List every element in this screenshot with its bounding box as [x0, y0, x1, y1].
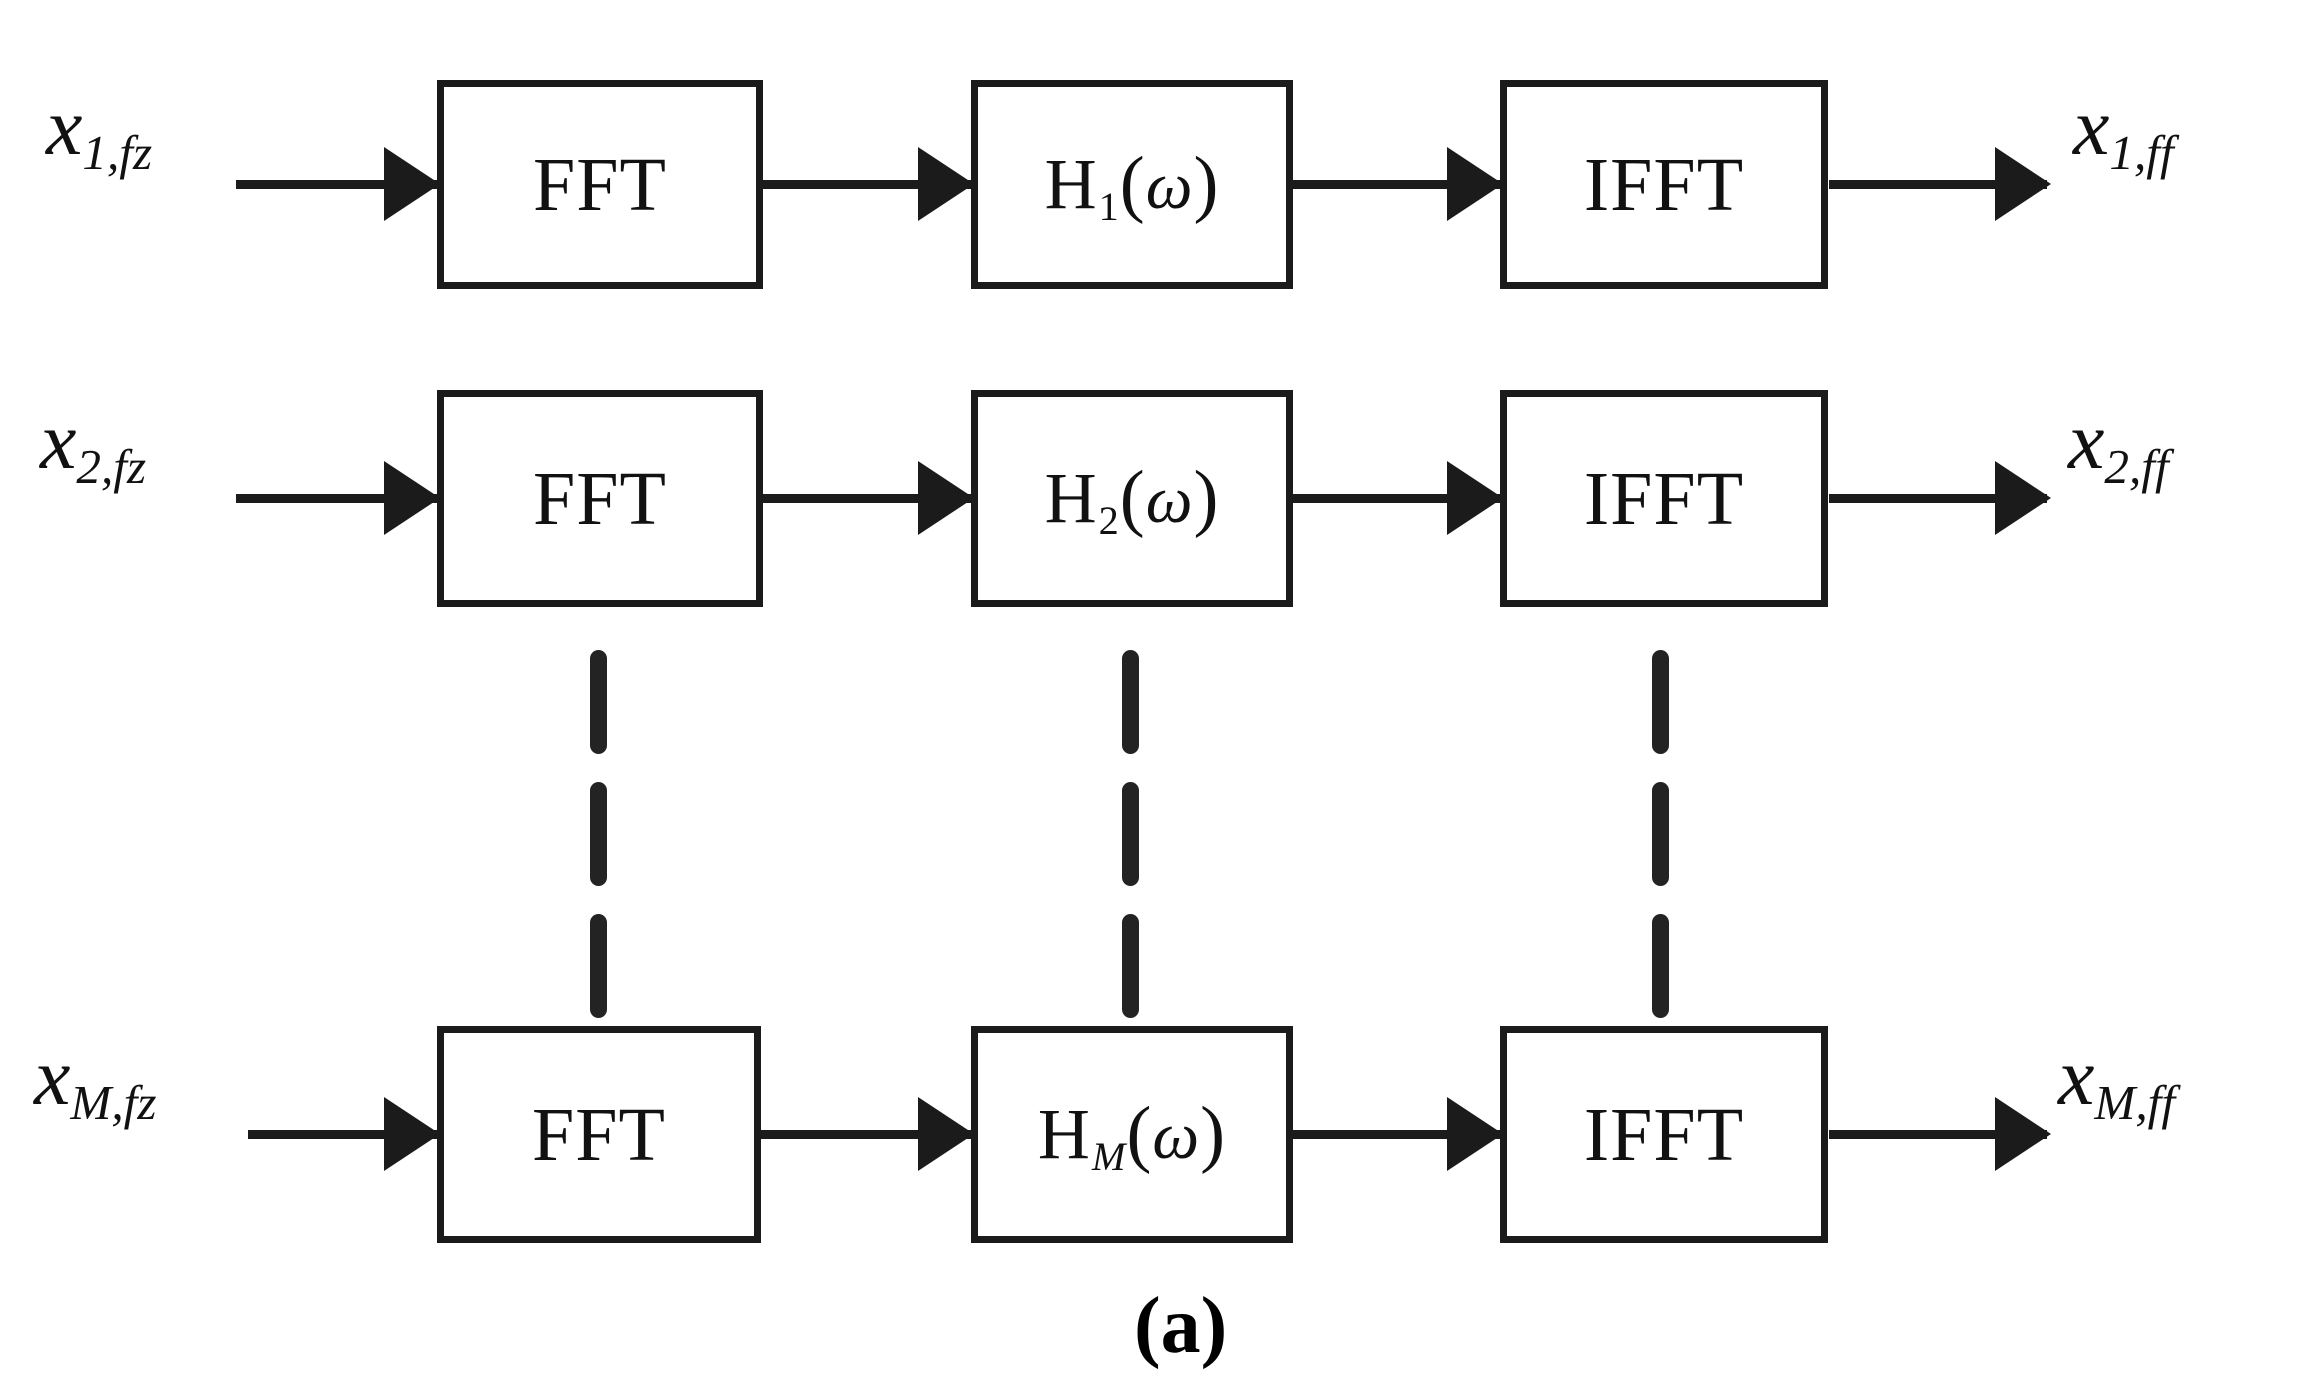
- row-1-input-wire: [236, 180, 484, 189]
- row-m-fft-label: FFT: [532, 1092, 666, 1177]
- row-2-input-subscript: 2,fz: [76, 439, 147, 495]
- row-m-fft-block[interactable]: FFT: [437, 1026, 761, 1243]
- row-1-filter-paren-close: ): [1193, 142, 1220, 226]
- row-2-output-arrowhead-icon: [1995, 461, 2051, 535]
- row-2-wire-fft-to-filter: [763, 494, 973, 503]
- row-1-output-arrowhead-icon: [1995, 147, 2051, 221]
- row-1-filter-omega: ω: [1145, 150, 1194, 224]
- row-1-wire-filter-to-ifft: [1293, 180, 1503, 189]
- column-2-ellipsis-dash-2: [1122, 782, 1139, 886]
- row-m-ifft-block[interactable]: IFFT: [1500, 1026, 1828, 1243]
- row-2-input-arrowhead-icon: [384, 461, 440, 535]
- row-1-wire-fft-to-filter: [763, 180, 973, 189]
- row-2-filter-base: H: [1044, 458, 1098, 539]
- row-1-fft-block[interactable]: FFT: [437, 80, 763, 289]
- row-2-wire-filter-to-ifft: [1293, 494, 1503, 503]
- row-m-wire-filter-to-ifft: [1293, 1130, 1503, 1139]
- row-m-filter-arrowhead-icon: [918, 1097, 974, 1171]
- row-m-ifft-label: IFFT: [1583, 1092, 1745, 1177]
- column-2-ellipsis-dash-3: [1122, 914, 1139, 1018]
- row-2-filter-paren-close: ): [1193, 456, 1220, 540]
- row-2-input-base: x: [40, 395, 77, 486]
- row-1-input-base: x: [46, 81, 83, 172]
- row-m-filter-paren-open: (: [1126, 1092, 1153, 1176]
- row-m-output-subscript: M,ff: [2094, 1075, 2176, 1131]
- row-2-filter-paren-open: (: [1119, 456, 1146, 540]
- row-m-filter-subscript: M: [1091, 1134, 1127, 1180]
- row-2-ifft-block[interactable]: IFFT: [1500, 390, 1828, 607]
- row-1-filter-arrowhead-icon: [918, 147, 974, 221]
- row-2-filter-arrowhead-icon: [918, 461, 974, 535]
- row-2-input-wire: [236, 494, 484, 503]
- column-2-ellipsis-dash-1: [1122, 650, 1139, 754]
- row-1-filter-base: H: [1044, 144, 1098, 225]
- column-3-ellipsis-dash-3: [1652, 914, 1669, 1018]
- row-m-output-wire: [1829, 1130, 2047, 1139]
- row-m-output-base: x: [2058, 1031, 2095, 1122]
- row-1-filter-subscript: 1: [1098, 184, 1120, 230]
- row-2-ifft-arrowhead-icon: [1447, 461, 1503, 535]
- column-1-ellipsis-dash-3: [590, 914, 607, 1018]
- row-1-output-base: x: [2073, 81, 2110, 172]
- figure-caption: (a): [1134, 1282, 1228, 1370]
- row-2-fft-label: FFT: [533, 456, 667, 541]
- row-m-input-subscript: M,fz: [70, 1075, 157, 1131]
- row-m-filter-base: H: [1037, 1094, 1091, 1175]
- row-1-ifft-block[interactable]: IFFT: [1500, 80, 1828, 289]
- row-1-output-wire: [1829, 180, 2047, 189]
- row-m-filter-omega: ω: [1152, 1100, 1201, 1174]
- column-1-ellipsis-dash-1: [590, 650, 607, 754]
- row-1-output-subscript: 1,ff: [2109, 125, 2174, 181]
- row-2-output-subscript: 2,ff: [2104, 439, 2169, 495]
- row-2-filter-subscript: 2: [1098, 498, 1120, 544]
- column-1-ellipsis-dash-2: [590, 782, 607, 886]
- row-m-filter-paren-close: ): [1200, 1092, 1227, 1176]
- row-1-input-arrowhead-icon: [384, 147, 440, 221]
- row-1-input-subscript: 1,fz: [82, 125, 153, 181]
- row-2-ifft-label: IFFT: [1583, 456, 1745, 541]
- row-2-filter-omega: ω: [1145, 464, 1194, 538]
- row-m-wire-fft-to-filter: [761, 1130, 973, 1139]
- row-m-input-arrowhead-icon: [384, 1097, 440, 1171]
- row-m-input-wire: [248, 1130, 484, 1139]
- row-2-output-base: x: [2068, 395, 2105, 486]
- row-1-filter-paren-open: (: [1119, 142, 1146, 226]
- row-2-output-wire: [1829, 494, 2047, 503]
- row-1-fft-label: FFT: [533, 142, 667, 227]
- row-m-input-base: x: [34, 1031, 71, 1122]
- column-3-ellipsis-dash-1: [1652, 650, 1669, 754]
- column-3-ellipsis-dash-2: [1652, 782, 1669, 886]
- row-2-fft-block[interactable]: FFT: [437, 390, 763, 607]
- row-1-ifft-label: IFFT: [1583, 142, 1745, 227]
- row-1-ifft-arrowhead-icon: [1447, 147, 1503, 221]
- row-m-output-arrowhead-icon: [1995, 1097, 2051, 1171]
- row-m-ifft-arrowhead-icon: [1447, 1097, 1503, 1171]
